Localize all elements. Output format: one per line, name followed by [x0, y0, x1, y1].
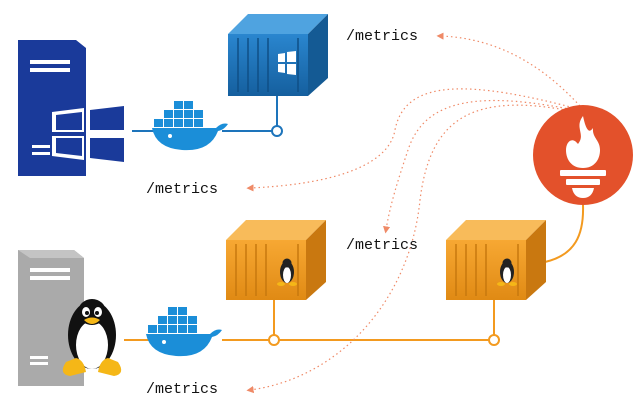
windows-container-metrics-label: /metrics [346, 28, 419, 45]
docker-whale-icon-linux [146, 307, 222, 357]
linux-host-metrics-label: /metrics [146, 381, 219, 398]
linux-container-icon-1 [226, 220, 326, 300]
linux-container-port-1 [268, 334, 280, 346]
windows-container-icon [228, 14, 328, 96]
windows-server-icon [18, 40, 126, 176]
windows-network-line [132, 96, 278, 132]
linux-container-icon-2 [446, 220, 546, 300]
linux-container-port-2 [488, 334, 500, 346]
linux-tux-icon [62, 299, 122, 376]
linux-server-icon [18, 250, 84, 386]
scrape-arrow-windows-container [436, 32, 581, 107]
scrape-arrow-linux-host [246, 104, 586, 394]
linux-container-metrics-label: /metrics [346, 237, 419, 254]
scrape-arrow-windows-host [246, 88, 583, 192]
windows-container-port [271, 125, 283, 137]
scrape-arrows [246, 32, 586, 394]
windows-host-metrics-label: /metrics [146, 181, 219, 198]
docker-whale-icon-windows [152, 101, 228, 151]
prometheus-icon [533, 105, 633, 205]
linux-network-line [124, 204, 585, 341]
